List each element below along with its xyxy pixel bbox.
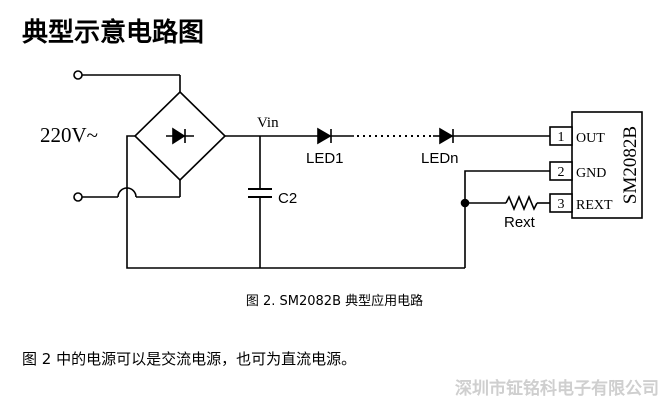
bridge-rectifier (126, 75, 472, 269)
bridge-diode-symbol (166, 127, 194, 145)
ic-pin-3-name: REXT (576, 198, 613, 213)
ic-name-label: SM2082B (620, 126, 641, 204)
ledn-label: LEDn (421, 150, 459, 167)
ic-pin-1: 1 OUT (549, 126, 605, 146)
resistor-rext (505, 194, 550, 212)
company-watermark: 深圳市钲铭科电子有限公司 (455, 379, 659, 399)
ac-terminal-bottom (73, 192, 83, 202)
page-title: 典型示意电路图 (22, 18, 205, 48)
ic-pin-1-name: OUT (576, 131, 605, 146)
ic-pin-3-number: 3 (558, 197, 565, 212)
gnd-network (460, 170, 550, 268)
ac-terminal-top (73, 70, 83, 80)
ic-sm2082b: 1 OUT 2 GND 3 REXT SM2082B (549, 111, 643, 219)
ic-pin-3: 3 REXT (549, 193, 613, 213)
ic-pin-2: 2 GND (549, 161, 606, 181)
ic-pin-2-number: 2 (558, 165, 565, 180)
led-string (300, 126, 476, 146)
ic-pin-1-number: 1 (558, 130, 565, 145)
ac-input (73, 70, 180, 202)
capacitor-label: C2 (278, 190, 297, 207)
ac-source-label: 220V~ (40, 123, 98, 147)
figure-caption: 图 2. SM2082B 典型应用电路 (245, 294, 424, 309)
vin-label: Vin (257, 115, 279, 131)
capacitor-c2 (248, 136, 272, 268)
led1-label: LED1 (306, 150, 344, 167)
ic-pin-2-name: GND (576, 166, 606, 181)
circuit-schematic: 220V~ Vin C2 LED1 LEDn (40, 70, 643, 269)
body-paragraph: 图 2 中的电源可以是交流电源，也可为直流电源。 (22, 350, 357, 368)
resistor-label: Rext (504, 214, 536, 231)
